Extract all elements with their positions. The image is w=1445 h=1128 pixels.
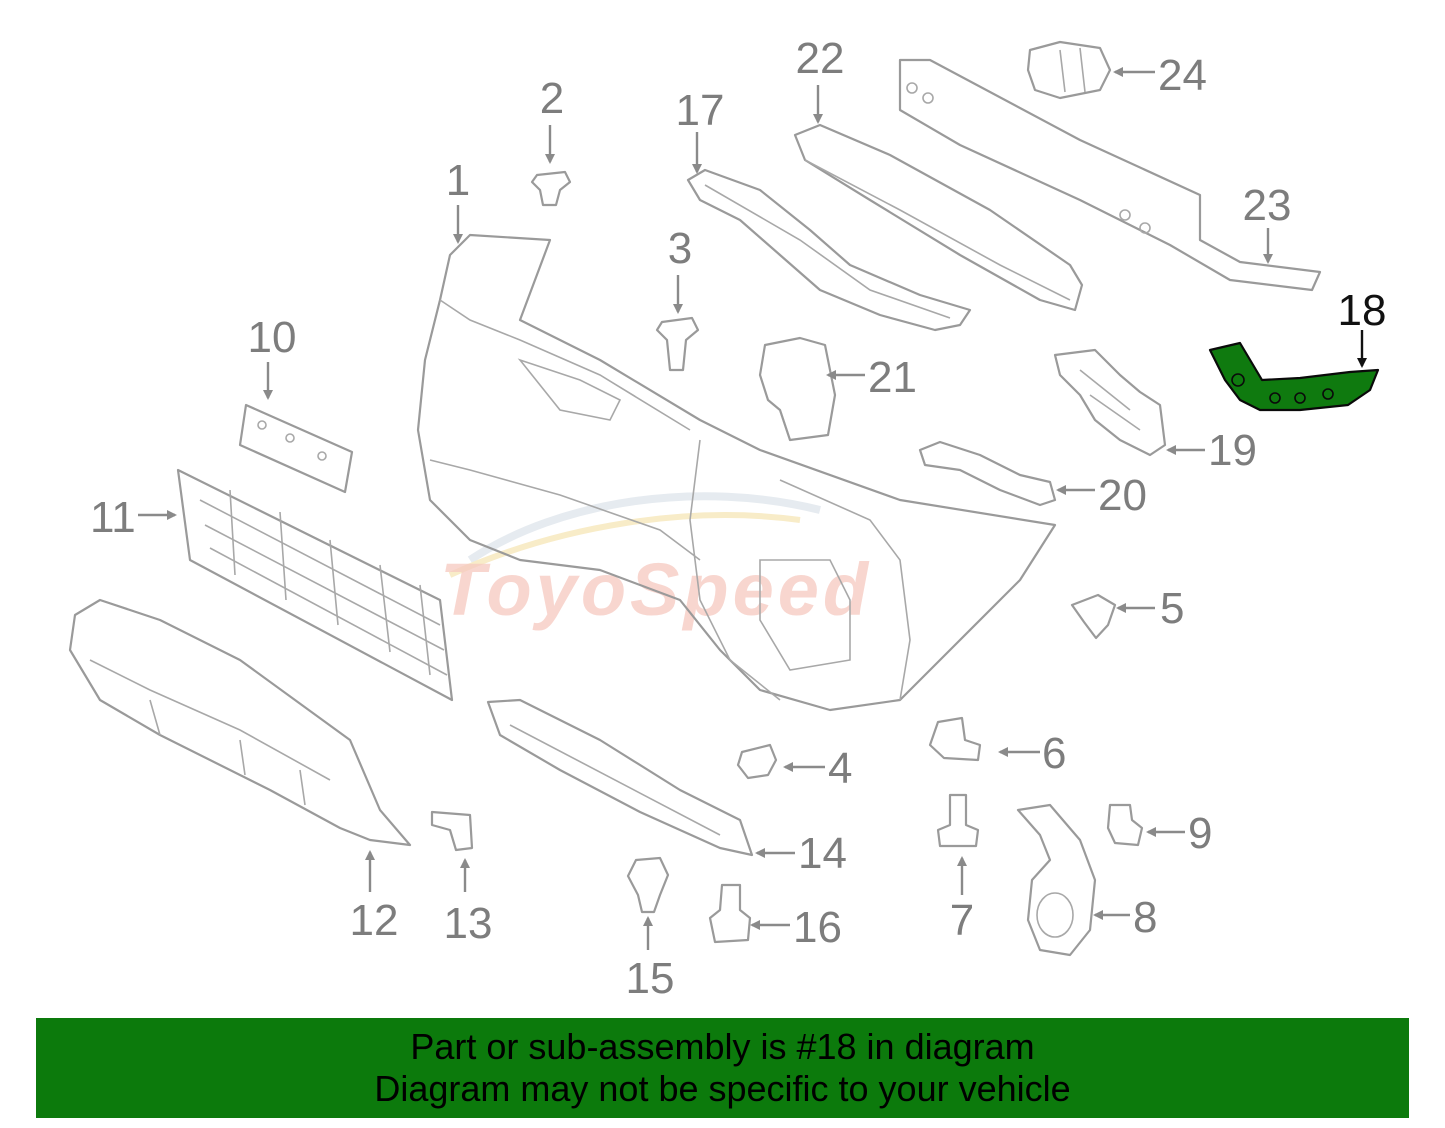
part-9-clip [1106,803,1144,847]
callout-19: 19 [1208,426,1257,475]
leader-lines [138,67,1367,950]
part-13-clip [430,810,474,852]
part-19-bracket [1053,348,1167,457]
part-11-grille [176,468,454,702]
info-banner: Part or sub-assembly is #18 in diagram D… [36,1018,1409,1118]
callout-11: 11 [90,493,136,542]
callout-1: 1 [446,156,470,205]
callout-3: 3 [668,224,692,273]
callout-12: 12 [350,896,399,945]
watermark: ToyoSpeed [440,492,868,631]
callout-24: 24 [1158,51,1207,100]
part-20-bracket [918,440,1057,507]
callout-22: 22 [796,34,845,83]
callout-17: 17 [676,86,725,135]
part-18-retainer-highlighted [1208,341,1380,412]
part-8-fog-bezel [1016,803,1097,957]
part-1-bumper-cover [416,233,1057,712]
banner-line-disclaimer: Diagram may not be specific to your vehi… [374,1068,1071,1109]
part-23-reinforcement [898,58,1322,292]
part-12-lower-cover [68,598,412,847]
part-22-absorber [793,123,1084,312]
part-5-bracket [1070,593,1117,640]
part-21-bracket [758,336,837,442]
callout-2: 2 [540,74,564,123]
callout-6: 6 [1042,729,1066,778]
part-2-clip [530,170,572,207]
callout-14: 14 [798,829,847,878]
callout-18: 18 [1338,286,1387,335]
callout-20: 20 [1098,471,1147,520]
part-10-plate [238,403,354,494]
banner-line-part: Part or sub-assembly is #18 in diagram [410,1026,1035,1067]
part-6-sensor [928,716,982,762]
callout-9: 9 [1188,809,1212,858]
callout-10: 10 [248,313,297,362]
callout-23: 23 [1243,181,1292,230]
callout-21: 21 [868,353,917,402]
part-7-bolt [936,793,980,848]
callout-15: 15 [626,954,675,1003]
callout-4: 4 [828,744,852,793]
part-15-clip [626,856,670,914]
callout-labels: 1 2 3 4 5 6 7 8 9 10 11 12 13 14 15 16 1… [90,34,1386,1003]
part-17-retainer [686,168,972,332]
part-16-bolt [708,883,752,944]
part-4-clip [736,743,778,780]
callout-13: 13 [444,899,493,948]
part-24-bracket [1026,40,1112,100]
callout-5: 5 [1160,584,1184,633]
part-3-clip [655,316,700,372]
callout-16: 16 [793,903,842,952]
part-14-absorber [486,698,754,857]
callout-7: 7 [950,896,974,945]
callout-8: 8 [1133,893,1157,942]
